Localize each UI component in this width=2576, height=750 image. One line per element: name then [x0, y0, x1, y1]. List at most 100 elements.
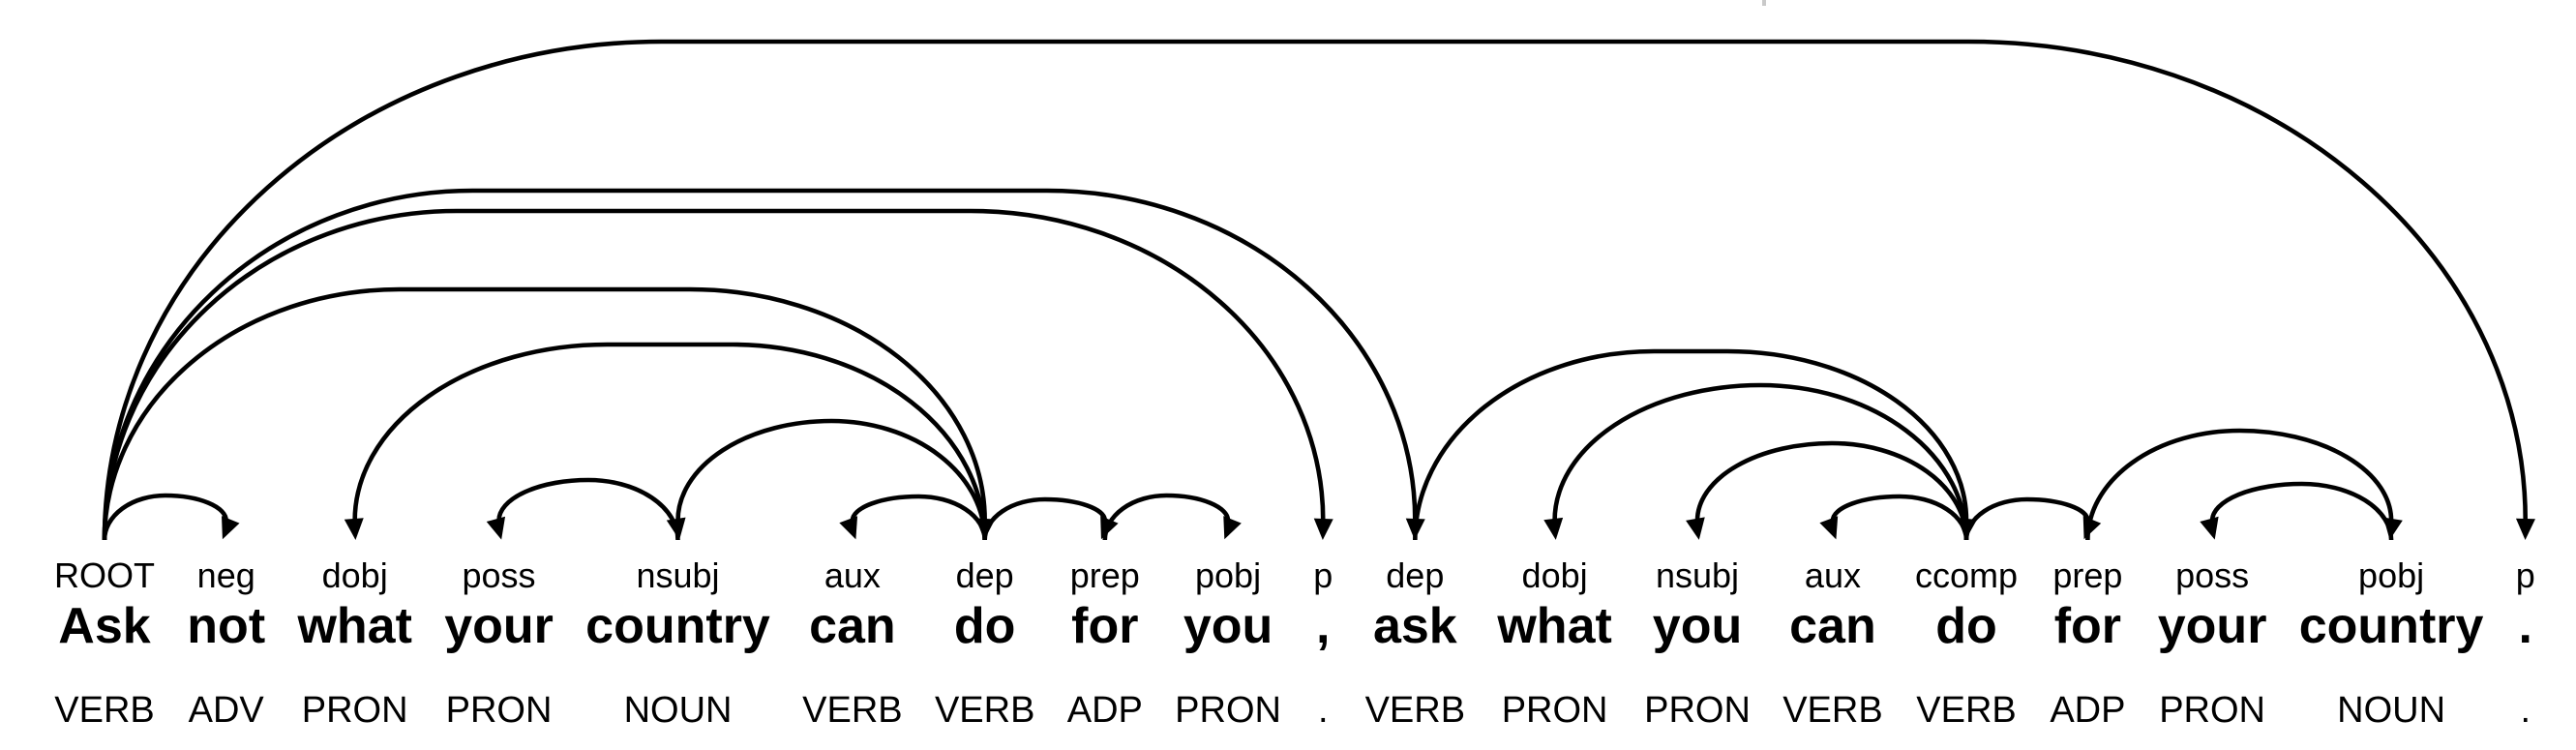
dependency-label: pobj — [1195, 555, 1262, 595]
arrowhead-icon — [1313, 518, 1333, 540]
word: what — [297, 598, 412, 654]
pos-tag: ADV — [188, 690, 264, 731]
token: p,. — [1313, 555, 1333, 731]
dependency-arc — [2209, 481, 2394, 541]
word: what — [1497, 598, 1612, 654]
dependency-label: aux — [824, 555, 881, 595]
word: country — [2298, 598, 2484, 654]
arrowhead-icon — [486, 516, 506, 540]
dependency-arc — [982, 496, 1108, 541]
word: country — [585, 598, 770, 654]
dependency-label: nsubj — [1655, 555, 1740, 595]
dependency-arc — [2085, 428, 2394, 541]
word: can — [1789, 598, 1876, 654]
word: not — [187, 598, 266, 654]
word: ask — [1372, 598, 1457, 654]
dependency-label: p — [2515, 555, 2535, 595]
arrowhead-icon — [1223, 516, 1242, 540]
arrowhead-icon — [2200, 516, 2219, 540]
dependency-arc — [1963, 496, 2090, 541]
pos-tag: PRON — [445, 690, 553, 731]
arrowhead-icon — [666, 517, 686, 540]
dependency-arc — [1413, 348, 1969, 541]
arrowhead-icon — [222, 516, 240, 540]
dependency-label: pobj — [2358, 555, 2425, 595]
word: you — [1183, 598, 1273, 654]
dependency-label: prep — [1069, 555, 1140, 595]
token: p.. — [2515, 555, 2535, 731]
dependency-arc — [1552, 382, 1969, 541]
arrowhead-icon — [1686, 517, 1705, 540]
arrowhead-icon — [2383, 517, 2403, 540]
dependency-label: poss — [2175, 555, 2250, 595]
arrowhead-icon — [344, 518, 364, 540]
dependency-arc — [102, 39, 2529, 541]
dependency-label: neg — [196, 555, 255, 595]
pos-tag: VERB — [1916, 690, 2017, 731]
pos-tag: PRON — [1175, 690, 1281, 731]
dependency-label: dep — [955, 555, 1014, 595]
dependency-label: ROOT — [54, 555, 155, 595]
pos-tag: ADP — [1066, 690, 1143, 731]
dependency-arc — [1102, 493, 1231, 541]
dependency-label: ccomp — [1914, 555, 2019, 595]
pos-tag: ADP — [2050, 690, 2126, 731]
pos-tag: . — [2520, 690, 2531, 731]
dependency-label: poss — [462, 555, 536, 595]
pos-tag: VERB — [1364, 690, 1466, 731]
dependency-arc — [102, 493, 229, 541]
stray-tick-artifact — [1762, 0, 1766, 6]
word: your — [444, 598, 554, 654]
word: do — [1935, 598, 1997, 654]
dependency-label: dobj — [1521, 555, 1588, 595]
pos-tag: VERB — [802, 690, 903, 731]
dependency-label: nsubj — [636, 555, 720, 595]
word: you — [1652, 598, 1743, 654]
word: can — [809, 598, 896, 654]
dependency-arc — [1830, 494, 1969, 541]
dependency-label: prep — [2052, 555, 2123, 595]
word: Ask — [58, 598, 151, 654]
dependency-arc — [352, 342, 987, 541]
word: do — [953, 598, 1016, 654]
dependency-arc — [675, 418, 987, 541]
dependency-label: p — [1313, 555, 1333, 595]
pos-tag: NOUN — [2337, 690, 2446, 731]
word: . — [2518, 598, 2532, 654]
pos-tag: VERB — [934, 690, 1035, 731]
dependency-arc — [496, 477, 680, 541]
word: , — [1316, 598, 1331, 654]
pos-tag: VERB — [1782, 690, 1883, 731]
dependency-label: dobj — [321, 555, 388, 595]
arrowhead-icon — [839, 516, 858, 540]
word: for — [2053, 598, 2122, 654]
pos-tag: VERB — [54, 690, 155, 731]
pos-tag: . — [1317, 690, 1329, 731]
pos-tag: NOUN — [623, 690, 733, 731]
arrowhead-icon — [1819, 516, 1839, 540]
pos-tag: PRON — [2159, 690, 2265, 731]
dependency-arc — [1694, 440, 1969, 541]
pos-tag: PRON — [1501, 690, 1608, 731]
dependency-label: aux — [1804, 555, 1861, 595]
pos-tag: PRON — [301, 690, 408, 731]
pos-tag: PRON — [1644, 690, 1751, 731]
